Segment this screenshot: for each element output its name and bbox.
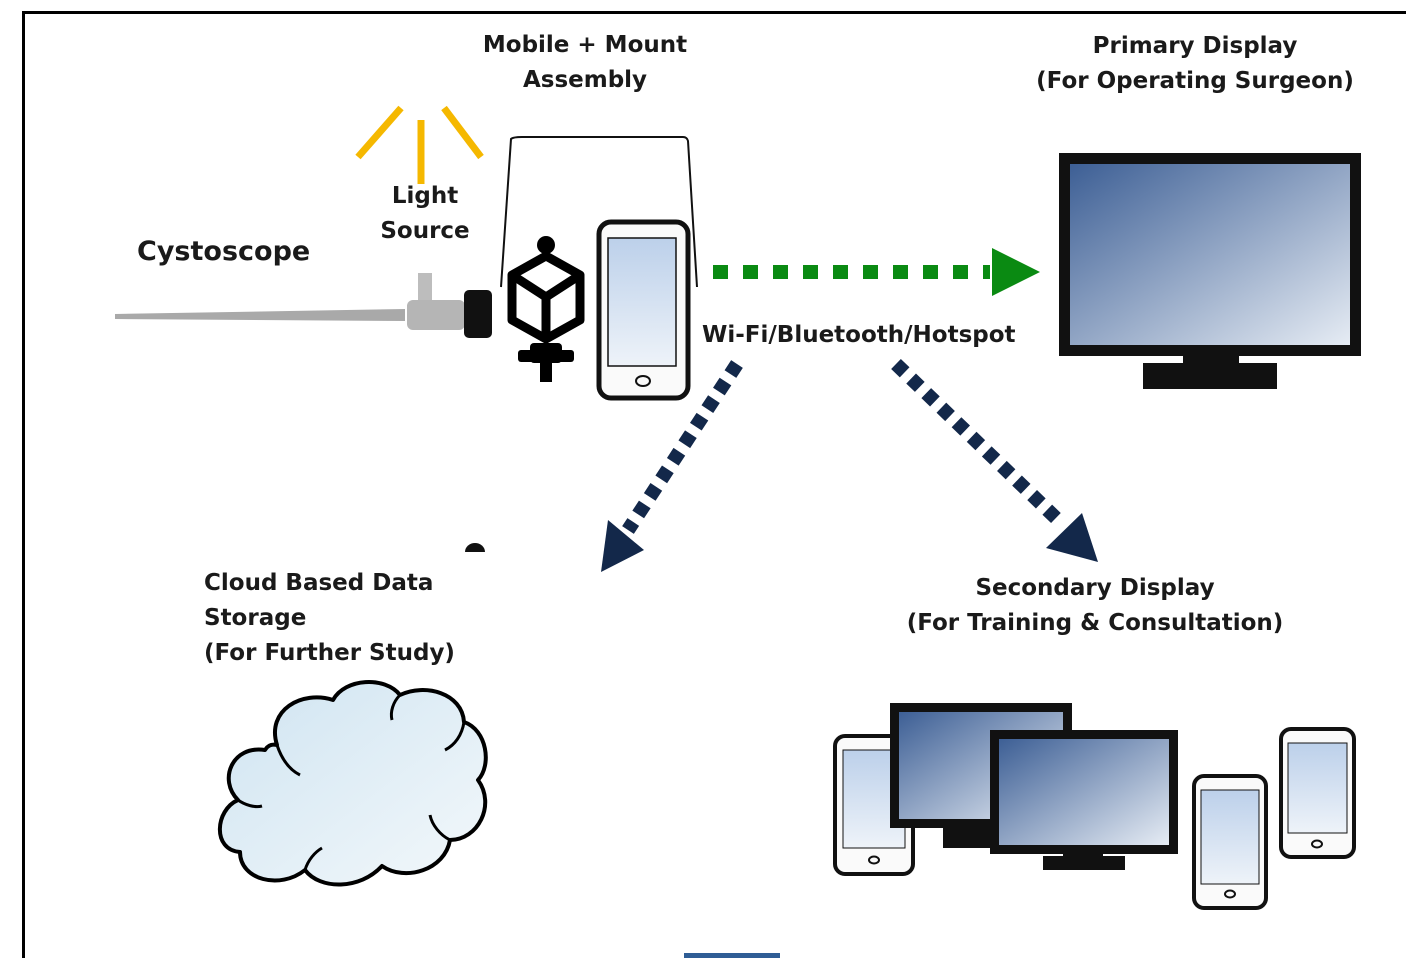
light-source-label: Light Source bbox=[370, 179, 480, 249]
monitor-icon bbox=[990, 730, 1178, 870]
mount-assembly-label: Mobile + Mount Assembly bbox=[470, 28, 700, 98]
cystoscope-label: Cystoscope bbox=[137, 236, 311, 267]
secondary-display-line-2: (For Training & Consultation) bbox=[906, 610, 1284, 636]
cystoscope-icon bbox=[115, 273, 492, 338]
connectivity-label: Wi-Fi/Bluetooth/Hotspot bbox=[702, 322, 1016, 348]
cloud-inner-curves bbox=[237, 693, 466, 871]
light-source-line-1: Light bbox=[391, 183, 459, 209]
cloud-storage-line-2: Storage bbox=[204, 605, 307, 631]
secondary-display-line-1: Secondary Display bbox=[975, 575, 1215, 601]
secondary-link-arrow bbox=[891, 358, 1098, 562]
mount-assembly-line-2: Assembly bbox=[522, 67, 648, 93]
cloud-storage-line-1: Cloud Based Data bbox=[204, 570, 434, 596]
light-rays-icon bbox=[355, 105, 484, 184]
primary-display-line-2: (For Operating Surgeon) bbox=[1036, 68, 1354, 94]
primary-display-line-1: Primary Display bbox=[1092, 33, 1298, 59]
secondary-devices bbox=[833, 703, 1356, 910]
bottom-tab-marker bbox=[684, 953, 780, 958]
phone-mount-icon bbox=[507, 236, 585, 382]
cloud-storage-line-3: (For Further Study) bbox=[204, 640, 455, 666]
secondary-display-label: Secondary Display (For Training & Consul… bbox=[900, 571, 1290, 641]
primary-display-label: Primary Display (For Operating Surgeon) bbox=[1030, 29, 1360, 99]
primary-link-arrow bbox=[713, 248, 1040, 296]
smartphone-icon bbox=[1279, 727, 1356, 859]
stray-mark bbox=[465, 543, 485, 552]
mount-assembly-line-1: Mobile + Mount bbox=[482, 32, 688, 58]
smartphone-icon bbox=[1192, 774, 1268, 910]
cloud-storage-label: Cloud Based Data Storage (For Further St… bbox=[204, 566, 455, 671]
cloud-icon bbox=[217, 680, 488, 887]
light-source-line-2: Source bbox=[380, 218, 470, 244]
mount-bracket bbox=[500, 136, 698, 288]
monitor-icon bbox=[1059, 153, 1361, 389]
cloud-link-arrow bbox=[601, 360, 743, 572]
diagram-frame bbox=[22, 11, 1406, 958]
smartphone-icon bbox=[596, 219, 691, 401]
